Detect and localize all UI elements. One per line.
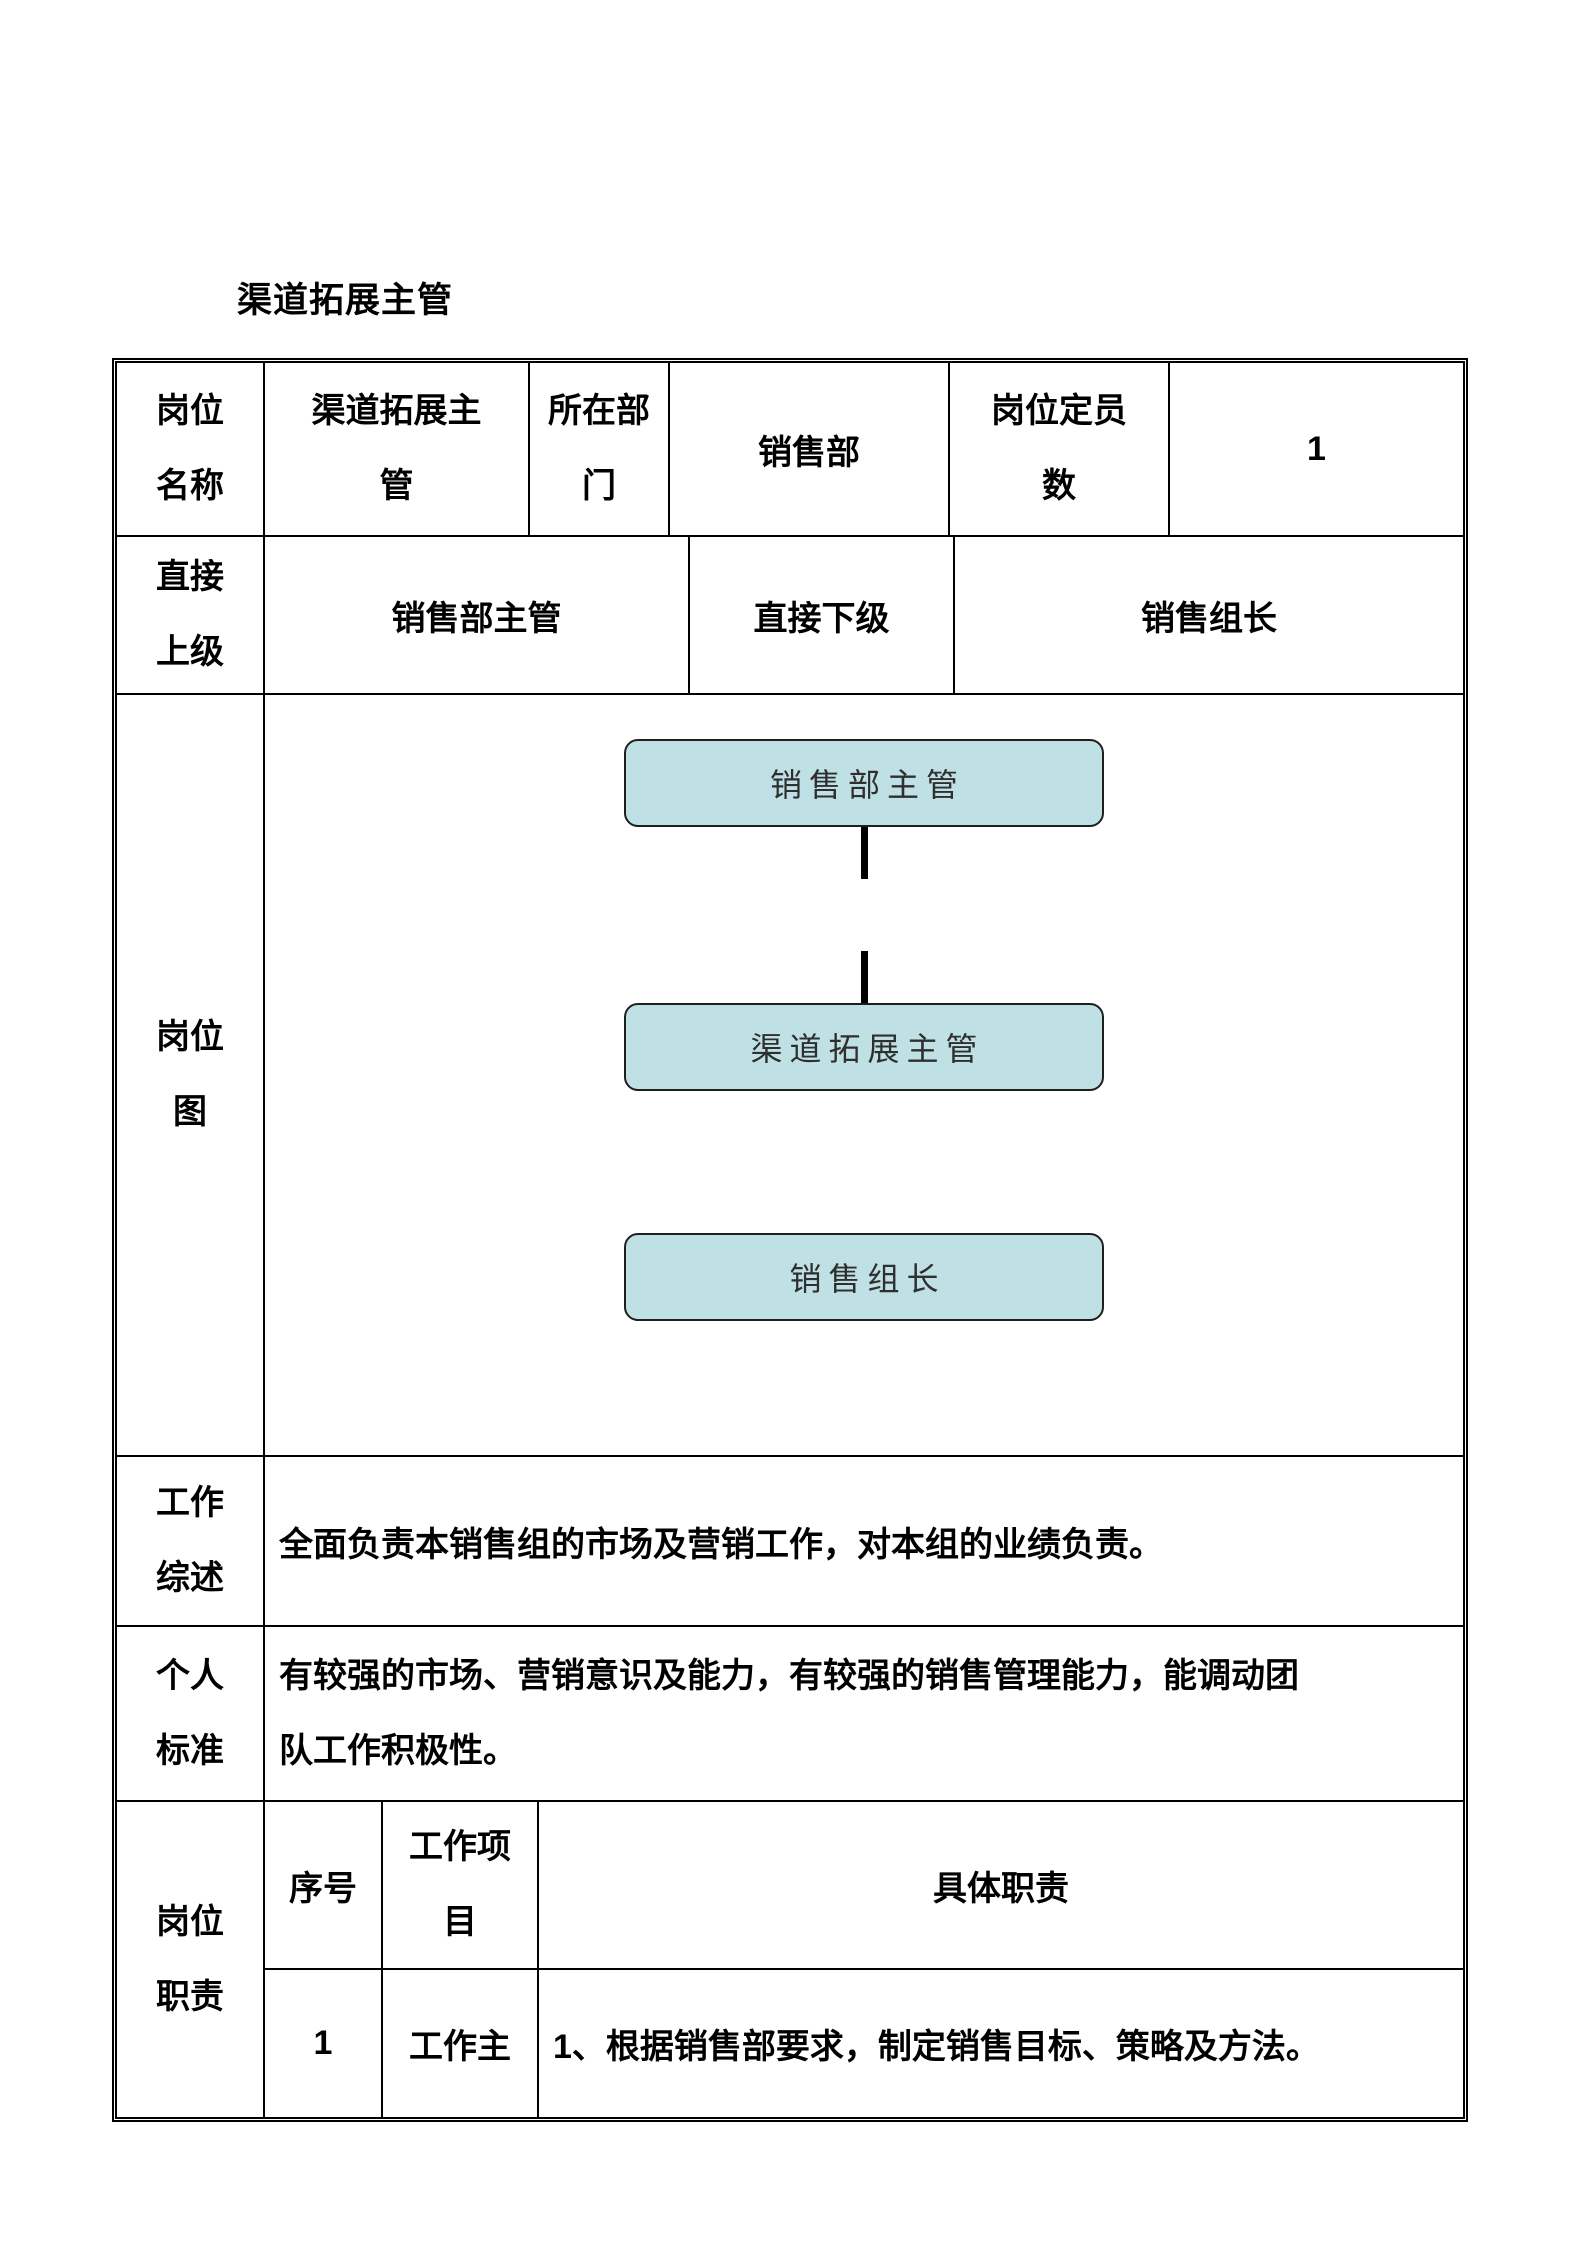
- headcount-value: 1: [1170, 363, 1463, 537]
- page-title: 渠道拓展主管: [237, 281, 454, 320]
- duties-header-detail: 具体职责: [539, 1802, 1463, 1970]
- superior-value: 销售部主管: [265, 537, 690, 695]
- row-position: 岗位名称 渠道拓展主管 所在部门 销售部 岗位定员数 1: [117, 363, 1463, 537]
- row-standards: 个人标准 有较强的市场、营销意识及能力，有较强的销售管理能力，能调动团队工作积极…: [117, 1627, 1463, 1802]
- org-chart: 销售部主管 渠道拓展主管 销售组长: [265, 695, 1463, 1457]
- subordinate-label: 直接下级: [690, 537, 955, 695]
- row-duties: 岗位职责 序号 工作项目 具体职责 1 工作主 1、根据销售部要求，制定销售目标…: [117, 1802, 1463, 2117]
- job-description-table: 岗位名称 渠道拓展主管 所在部门 销售部 岗位定员数 1 直接上级 销售部主管 …: [112, 358, 1468, 2122]
- standards-text: 有较强的市场、营销意识及能力，有较强的销售管理能力，能调动团队工作积极性。: [265, 1627, 1463, 1802]
- duties-header-no: 序号: [265, 1802, 383, 1970]
- superior-label: 直接上级: [117, 537, 265, 695]
- org-chart-label: 岗位图: [117, 695, 265, 1457]
- duty-1-no: 1: [265, 1970, 383, 2117]
- department-value: 销售部: [670, 363, 950, 537]
- duties-header-row: 序号 工作项目 具体职责: [265, 1802, 1463, 1970]
- duties-label: 岗位职责: [117, 1802, 265, 2117]
- duties-subtable: 序号 工作项目 具体职责 1 工作主 1、根据销售部要求，制定销售目标、策略及方…: [265, 1802, 1463, 2117]
- org-node-sales-dept-supervisor: 销售部主管: [624, 739, 1104, 827]
- connector-line-upper: [860, 827, 868, 879]
- duties-header-item: 工作项目: [383, 1802, 539, 1970]
- duty-1-detail: 1、根据销售部要求，制定销售目标、策略及方法。: [553, 2028, 1320, 2066]
- department-label: 所在部门: [530, 363, 670, 537]
- summary-label: 工作综述: [117, 1457, 265, 1627]
- summary-text: 全面负责本销售组的市场及营销工作，对本组的业绩负责。: [265, 1457, 1463, 1627]
- row-reporting: 直接上级 销售部主管 直接下级 销售组长: [117, 537, 1463, 695]
- subordinate-value: 销售组长: [955, 537, 1463, 695]
- org-node-sales-team-leader: 销售组长: [624, 1233, 1104, 1321]
- standards-label: 个人标准: [117, 1627, 265, 1802]
- headcount-label: 岗位定员数: [950, 363, 1170, 537]
- duty-1-item: 工作主: [383, 1970, 539, 2117]
- position-name-value: 渠道拓展主管: [265, 363, 530, 537]
- duty-row-1: 1 工作主 1、根据销售部要求，制定销售目标、策略及方法。: [265, 1970, 1463, 2117]
- position-name-label: 岗位名称: [117, 363, 265, 537]
- row-summary: 工作综述 全面负责本销售组的市场及营销工作，对本组的业绩负责。: [117, 1457, 1463, 1627]
- connector-line-lower: [860, 951, 868, 1003]
- row-org-chart: 岗位图 销售部主管 渠道拓展主管 销售组长: [117, 695, 1463, 1457]
- org-node-channel-supervisor: 渠道拓展主管: [624, 1003, 1104, 1091]
